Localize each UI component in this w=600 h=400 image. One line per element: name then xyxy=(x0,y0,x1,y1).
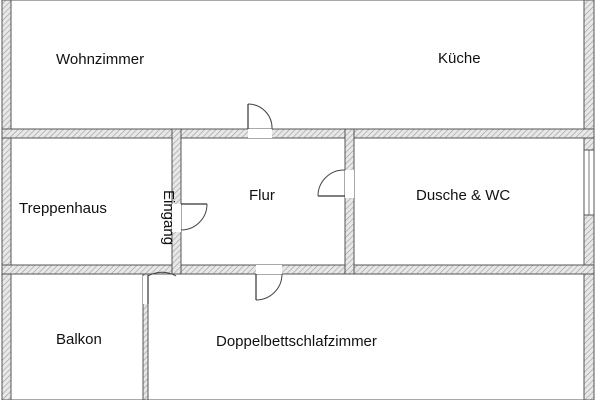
room-dusche-wc xyxy=(354,138,584,265)
room-treppenhaus xyxy=(11,138,172,265)
room-flur xyxy=(181,138,345,265)
label-treppenhaus: Treppenhaus xyxy=(19,200,107,217)
label-dusche-wc: Dusche & WC xyxy=(416,187,510,204)
wall-living-kitchen-bottom xyxy=(1,128,595,139)
label-doppelbettschlafzimmer: Doppelbettschlafzimmer xyxy=(216,333,377,350)
door-balkon[interactable] xyxy=(143,271,177,304)
rooms xyxy=(11,0,584,400)
label-eingang: Eingang xyxy=(160,190,177,245)
room-balkon xyxy=(11,274,143,400)
label-kueche: Küche xyxy=(438,50,481,67)
door-dusche-wc[interactable] xyxy=(317,169,354,198)
wall-middle-bottom xyxy=(1,264,595,275)
door-schlafzimmer[interactable] xyxy=(255,265,283,301)
room-outlines xyxy=(10,0,585,400)
label-balkon: Balkon xyxy=(56,331,102,348)
room-doppelbettschlafzimmer xyxy=(148,274,584,400)
room-wohnzimmer-kueche xyxy=(11,0,584,129)
label-flur: Flur xyxy=(249,187,275,204)
label-wohnzimmer: Wohnzimmer xyxy=(56,51,144,68)
wall-hall-bathroom xyxy=(344,128,355,275)
door-eingang[interactable] xyxy=(172,203,208,232)
outer-wall-left xyxy=(1,0,12,400)
door-wohnzimmer-flur[interactable] xyxy=(247,103,273,138)
